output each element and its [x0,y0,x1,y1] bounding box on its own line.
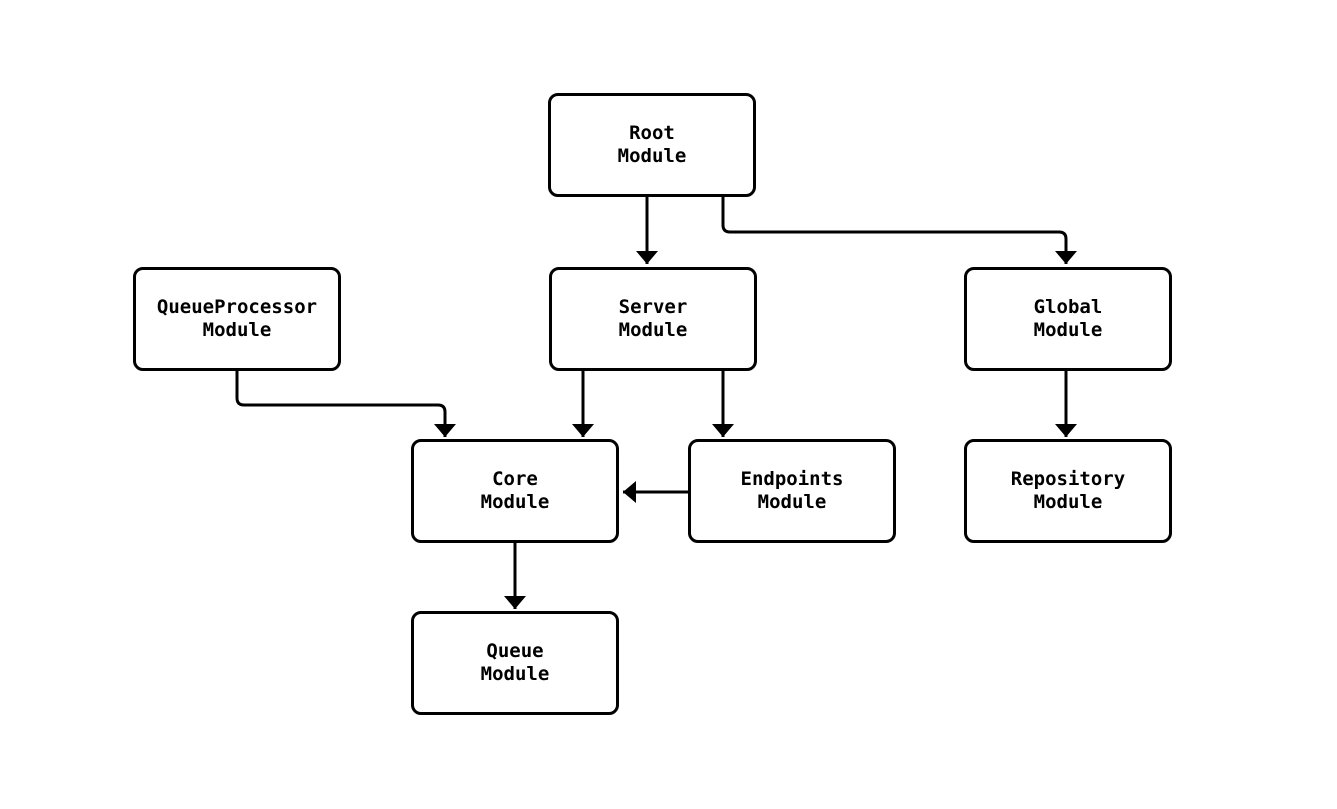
node-core-module-label: Core Module [480,468,550,513]
node-server-module: Server Module [549,267,757,371]
node-queue-module-label: Queue Module [480,640,550,685]
edge-root-to-global [721,197,1077,264]
node-core-module: Core Module [411,439,619,543]
node-global-module-label: Global Module [1033,296,1103,341]
node-repository-module-label: Repository Module [1010,468,1126,513]
node-endpoints-module: Endpoints Module [688,439,896,543]
node-global-module: Global Module [964,267,1172,371]
node-queueprocessor-module-label: QueueProcessor Module [156,296,318,341]
edge-queueprocessor-to-core [235,371,456,437]
node-queueprocessor-module: QueueProcessor Module [133,267,341,371]
node-endpoints-module-label: Endpoints Module [740,468,844,513]
node-root-module: Root Module [548,93,756,197]
node-repository-module: Repository Module [964,439,1172,543]
node-server-module-label: Server Module [618,296,688,341]
node-queue-module: Queue Module [411,611,619,715]
node-root-module-label: Root Module [617,122,687,167]
